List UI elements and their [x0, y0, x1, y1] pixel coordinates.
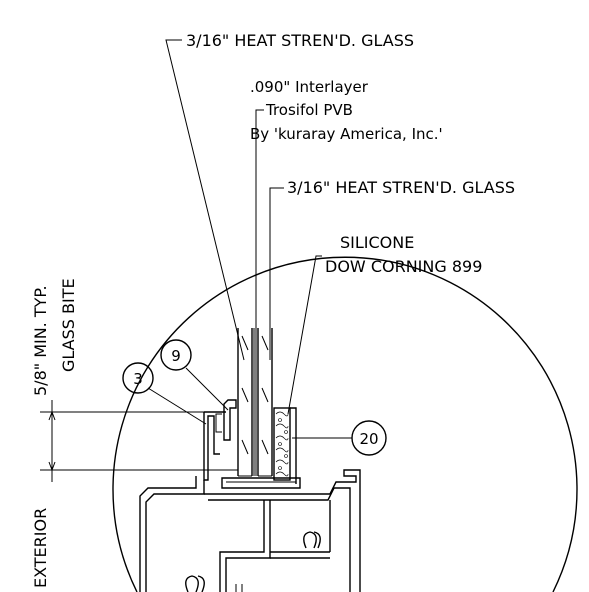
label-inner-glass: 3/16" HEAT STREN'D. GLASS	[287, 178, 515, 197]
label-exterior: EXTERIOR	[31, 508, 50, 588]
label-interlayer-thickness: .090" Interlayer	[250, 78, 369, 96]
silicone-bead	[273, 407, 297, 484]
callout-3: 3	[122, 362, 154, 394]
inner-glass-lite	[257, 328, 273, 477]
glass-bite-dimension	[40, 400, 238, 482]
label-interlayer-manufacturer: By 'kuraray America, Inc.'	[250, 125, 443, 143]
callout-3-label: 3	[133, 370, 143, 388]
callout-20-label: 20	[359, 430, 378, 448]
callout-9-label: 9	[171, 347, 181, 365]
outer-glass-lite	[237, 328, 253, 477]
callout-9: 9	[160, 339, 192, 371]
setting-block	[221, 477, 301, 489]
label-silicone: SILICONE	[340, 233, 414, 252]
label-silicone-product: DOW CORNING 899	[325, 257, 482, 276]
label-bite-dimension: 5/8" MIN. TYP.	[31, 285, 50, 396]
label-outer-glass: 3/16" HEAT STREN'D. GLASS	[186, 31, 414, 50]
frame-extrusion	[139, 469, 361, 592]
detail-circle	[112, 256, 578, 592]
label-glass-bite: GLASS BITE	[59, 278, 78, 372]
leader-lines	[147, 39, 352, 439]
label-interlayer-material: Trosifol PVB	[265, 101, 353, 119]
exterior-gasket	[215, 399, 237, 441]
callout-20: 20	[351, 420, 387, 456]
